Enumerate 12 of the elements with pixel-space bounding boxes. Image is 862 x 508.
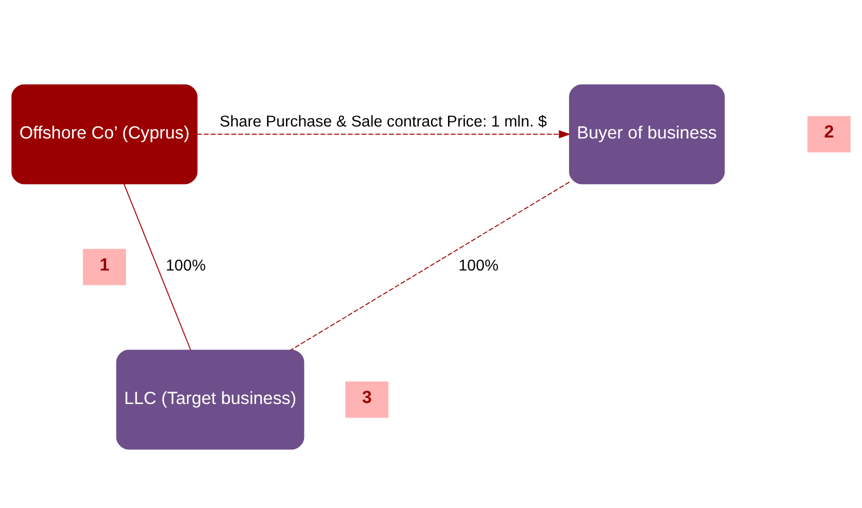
node-box: 3 — [345, 381, 388, 418]
edge-label: Share Purchase & Sale contract Price: 1 mln. $ — [220, 112, 547, 130]
edge-label: 100% — [166, 257, 206, 274]
edge-label: 100% — [458, 257, 499, 274]
node-box: Offshore Co’ (Cyprus) — [11, 84, 198, 184]
node-box: LLC (Target business) — [116, 349, 304, 450]
connector — [124, 182, 192, 350]
arrow — [196, 130, 571, 138]
connector — [290, 181, 570, 350]
node-box: 1 — [82, 248, 126, 285]
node-box: Buyer of business — [569, 84, 725, 184]
node-box: 2 — [807, 116, 851, 152]
